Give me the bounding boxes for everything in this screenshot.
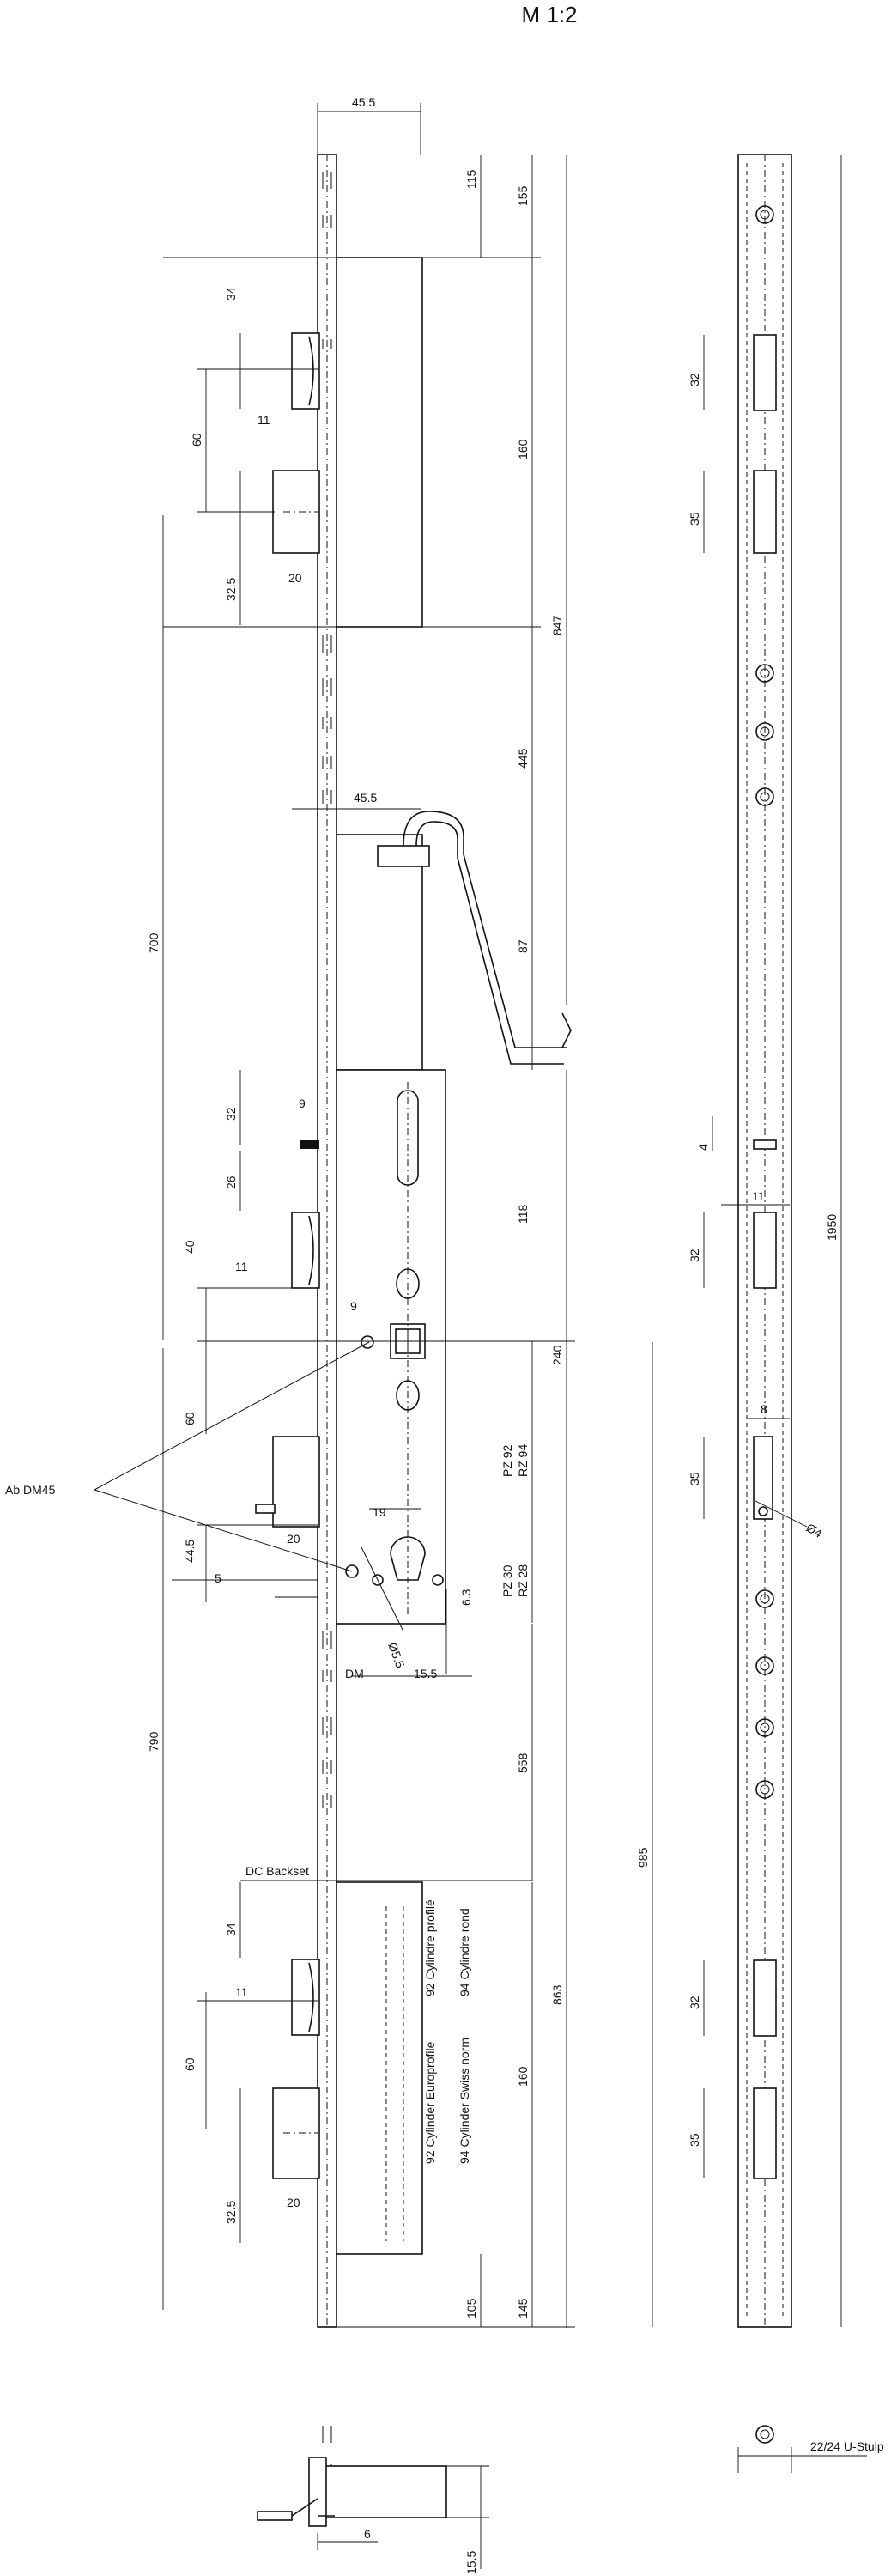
dim-6-3: 6.3: [459, 1589, 473, 1606]
top-bolt: [272, 470, 320, 554]
dim-700: 700: [147, 933, 161, 953]
dim-11-mid: 11: [235, 1260, 248, 1273]
label-u-stulp: 22/24 U-Stulp: [810, 2439, 884, 2453]
dim-60-mid: 60: [183, 1412, 197, 1425]
label-cyl-swiss: 94 Cylinder Swiss norm: [458, 2038, 471, 2164]
dim-240: 240: [550, 1345, 564, 1365]
dim-155: 155: [516, 185, 530, 206]
dim-5: 5: [215, 1571, 221, 1585]
cylinder-hole: [390, 1536, 426, 1581]
r-dim-11: 11: [752, 1189, 765, 1203]
dim-32-5-bot: 32.5: [224, 2201, 238, 2224]
dim-9-a: 9: [299, 1097, 306, 1110]
dim-20-mid: 20: [287, 1532, 300, 1546]
r-dim-dia-4: Ø4: [804, 1521, 825, 1540]
detail-body: [317, 2465, 447, 2518]
ustulp-opening-2: [753, 470, 777, 554]
dim-19: 19: [373, 1505, 386, 1519]
label-dc-backset: DC Backset: [245, 1864, 309, 1878]
dim-863: 863: [550, 1984, 564, 2005]
label-dm: DM: [345, 1667, 364, 1680]
dim-790: 790: [147, 1731, 161, 1752]
dim-34-top: 34: [224, 287, 238, 301]
dim-105: 105: [464, 2298, 478, 2318]
dim-160-bot: 160: [516, 2066, 530, 2087]
left-dim-lines: [162, 103, 575, 2328]
label-pz92: PZ 92: [500, 1444, 514, 1477]
dim-160-top: 160: [516, 439, 530, 459]
ustulp-opening-4: [753, 1436, 773, 1520]
dim-45-5-mid: 45.5: [354, 791, 377, 805]
r-dim-985: 985: [636, 1847, 650, 1868]
r-dim-32-a: 32: [688, 373, 701, 386]
r-dim-35-c: 35: [688, 2133, 701, 2147]
ustulp-opening-3: [753, 1212, 777, 1289]
dim-9-b: 9: [350, 1299, 357, 1313]
dim-6: 6: [364, 2527, 371, 2541]
bottom-latch: [291, 1959, 320, 2036]
ustulp-screw-holes: [755, 205, 774, 2444]
right-dim-lines: [652, 155, 867, 2473]
dim-44-5: 44.5: [183, 1540, 197, 1563]
label-ab-dm45: Ab DM45: [5, 1483, 56, 1497]
leader-dm45-b: [94, 1489, 353, 1572]
dim-20-top: 20: [288, 571, 302, 585]
bottom-bolt: [272, 2087, 320, 2179]
dim-40: 40: [183, 1240, 197, 1254]
dim-20-bot: 20: [287, 2196, 300, 2209]
r-dim-32-c: 32: [688, 1996, 701, 2009]
dim-dia-5-5: Ø5.5: [385, 1641, 407, 1670]
dim-32-mid: 32: [224, 1107, 238, 1121]
dim-60-bot: 60: [183, 2057, 197, 2071]
upper-gear-case: [336, 834, 423, 1071]
scale-label: M 1:2: [521, 2, 578, 27]
ustulp-opening-6: [753, 2087, 777, 2179]
ustulp-opening-1: [753, 334, 777, 411]
bottom-lock-body: [336, 1881, 423, 2255]
mid-latch: [291, 1212, 320, 1289]
label-cyl-euro: 92 Cylinder Europrofile: [423, 2041, 437, 2164]
mid-bolt: [272, 1436, 320, 1528]
bottom-detail: 6 15.5: [257, 2457, 489, 2574]
dim-11-bot: 11: [235, 1985, 248, 1999]
dim-26: 26: [224, 1176, 238, 1189]
dim-45-5-top: 45.5: [352, 95, 375, 109]
left-view: 45.5 115 155 34 11 60 160 32.5 20 847 70…: [5, 95, 575, 2482]
top-latch: [291, 332, 320, 410]
dim-558: 558: [516, 1753, 530, 1773]
label-cyl-rond: 94 Cylindre rond: [458, 1908, 471, 1996]
label-pz30: PZ 30: [500, 1564, 514, 1597]
dim-11-top: 11: [258, 413, 270, 427]
dim-15-5: 15.5: [414, 1667, 437, 1680]
r-dim-8: 8: [761, 1402, 767, 1416]
dim-118: 118: [516, 1204, 530, 1224]
dim-145: 145: [516, 2298, 530, 2318]
r-dim-35-a: 35: [688, 512, 701, 526]
ustulp-opening-5: [753, 1959, 777, 2037]
dim-32-5-top: 32.5: [224, 578, 238, 601]
dim-115: 115: [464, 169, 478, 189]
r-dim-32-b: 32: [688, 1249, 701, 1262]
rod-link: [403, 811, 567, 1048]
r-dim-1950: 1950: [825, 1214, 839, 1241]
faceplate-breaks: [322, 172, 332, 2482]
right-view: 32 35 4 11 32 1950 8 35 Ø4 985 32 35 22/…: [636, 154, 884, 2473]
dim-60-top: 60: [190, 433, 203, 447]
top-lock-body: [336, 257, 423, 628]
dim-15-5-bottom: 15.5: [464, 2551, 478, 2574]
dim-445: 445: [516, 748, 530, 769]
dim-87: 87: [516, 939, 530, 953]
label-rz94: RZ 94: [516, 1444, 530, 1477]
label-rz28: RZ 28: [516, 1564, 530, 1597]
r-dim-4: 4: [696, 1144, 710, 1151]
label-cyl-profile: 92 Cylindre profilé: [423, 1899, 437, 1996]
dim-847: 847: [550, 615, 564, 635]
r-dim-35-b: 35: [688, 1472, 701, 1485]
leader-dm45-a: [94, 1341, 370, 1491]
dim-34-bot: 34: [224, 1923, 238, 1936]
